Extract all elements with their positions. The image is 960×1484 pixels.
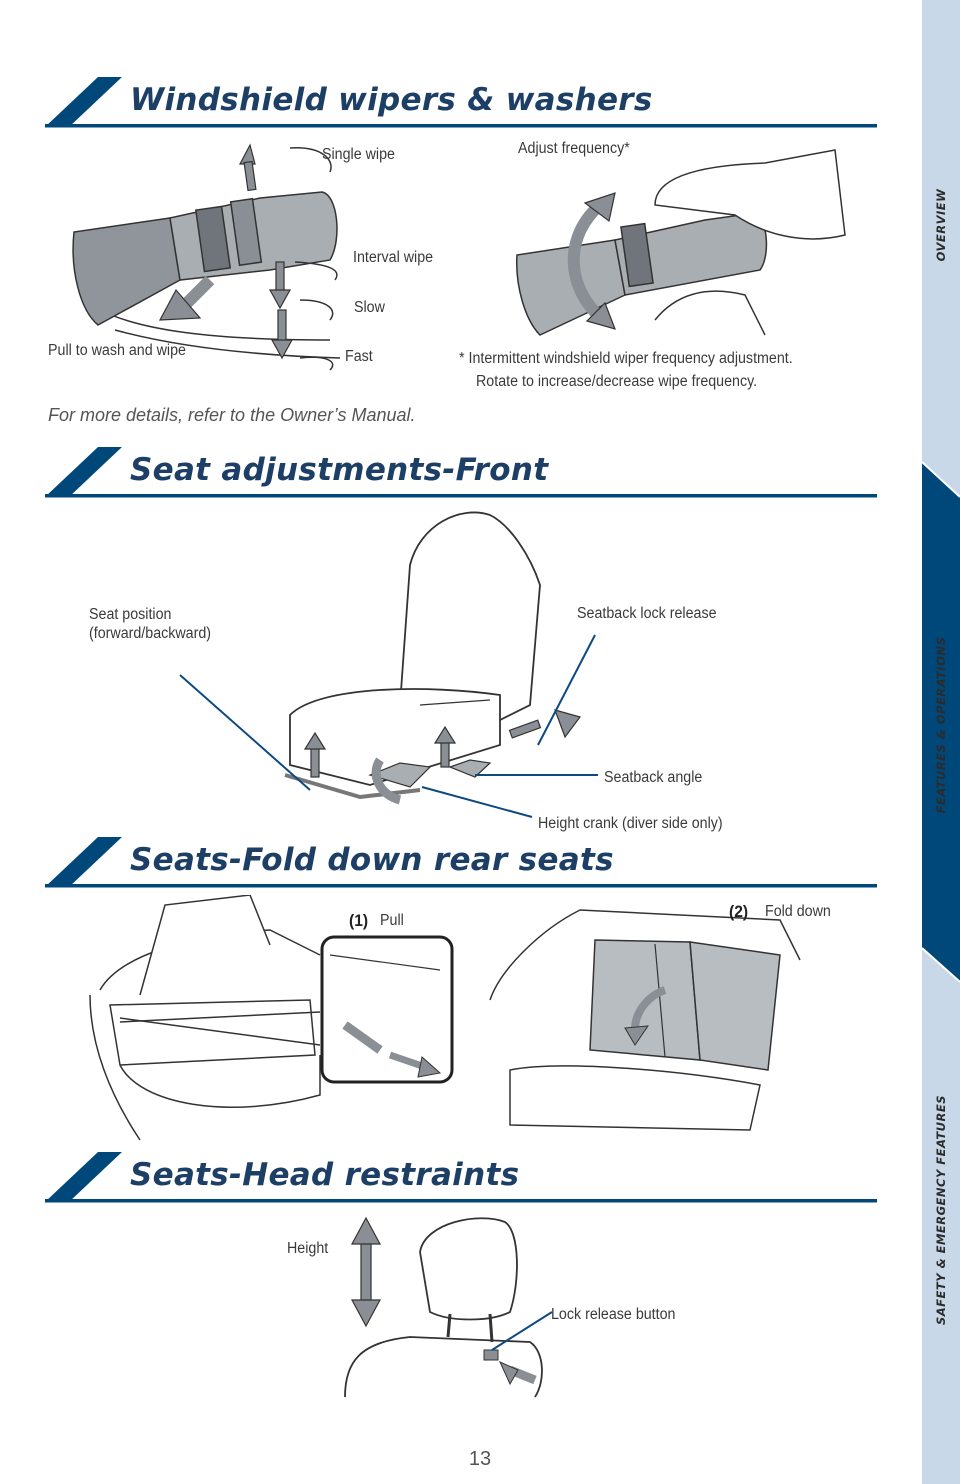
section-header-rear-seats: Seats-Fold down rear seats [0,835,880,895]
label-seatback-angle: Seatback angle [604,769,703,786]
footnote-line-2: Rotate to increase/decrease wipe frequen… [476,373,758,390]
front-seat-illustration [179,511,598,818]
label-lock-release: Lock release button [551,1306,676,1323]
step2-text: Fold down [765,903,831,920]
section-title: Seats-Fold down rear seats [130,842,614,878]
owners-manual-note: For more details, refer to the Owner’s M… [48,405,416,425]
label-seatback-lock: Seatback lock release [577,605,717,622]
label-height-crank: Height crank (diver side only) [538,815,723,832]
section-title: Seats-Head restraints [130,1157,520,1193]
rear-seat-fold-illustration [489,909,801,1131]
step1-text: Pull [380,912,404,929]
label-fast: Fast [345,348,373,365]
trunk-pull-illustration [89,895,454,1141]
label-interval-wipe: Interval wipe [353,249,434,266]
section-header-head-restraints: Seats-Head restraints [0,1150,880,1210]
label-seat-position: Seat position (forward/backward) [89,606,212,642]
section-title: Seat adjustments-Front [130,452,549,488]
step1-number: (1) [349,911,369,930]
step2-number: (2) [729,902,749,921]
frequency-dial-illustration [516,149,846,336]
section-header-wipers: Windshield wipers & washers [0,75,880,135]
label-slow: Slow [354,299,385,316]
section-title: Windshield wipers & washers [130,82,653,118]
wiper-lever-illustration [72,143,341,371]
page-number: 13 [468,1448,492,1470]
head-restraint-illustration [344,1216,553,1398]
label-height: Height [287,1240,329,1257]
label-single-wipe: Single wipe [322,146,395,163]
footnote-line-1: * Intermittent windshield wiper frequenc… [459,350,793,367]
section-header-seat-front: Seat adjustments-Front [0,445,880,505]
label-pull-wash: Pull to wash and wipe [48,342,186,359]
sidebar-tabs: OVERVIEW FEATURES & OPERATIONS SAFETY & … [922,0,960,1484]
sidebar-active-tab-shape [922,461,960,983]
label-adjust-frequency: Adjust frequency* [518,140,630,157]
